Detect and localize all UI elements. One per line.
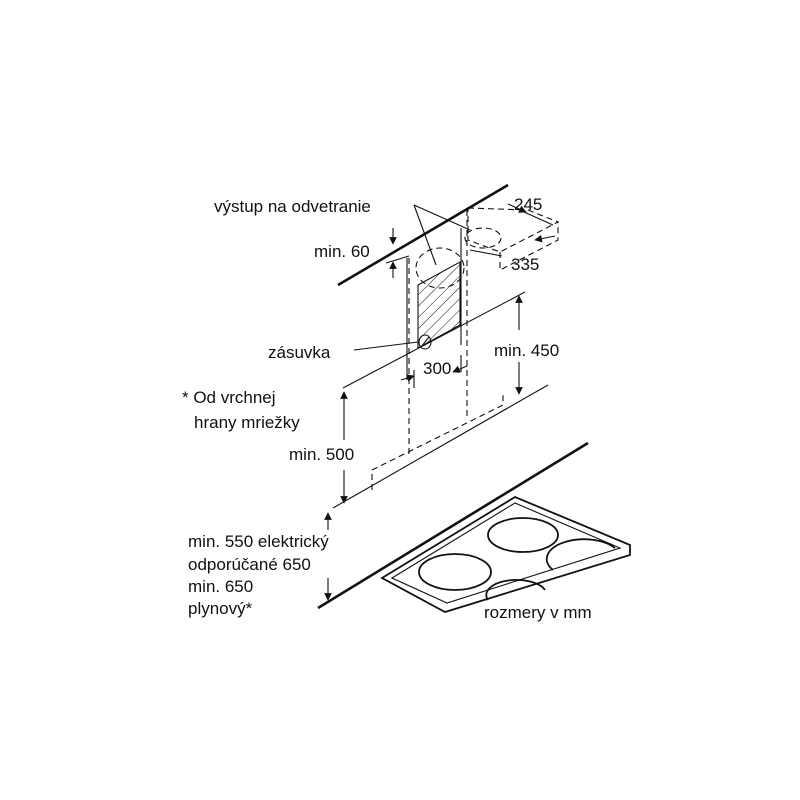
label-bottom-line3: min. 650 [188, 577, 253, 596]
ceiling-line [337, 183, 509, 287]
cooktop-burner-4 [485, 579, 546, 601]
vent-leader-1 [413, 204, 437, 266]
reference-line-450 [342, 291, 526, 389]
label-units: rozmery v mm [484, 603, 592, 622]
label-245: 245 [514, 195, 542, 214]
label-300: 300 [423, 359, 451, 378]
label-note-line2: hrany mriežky [194, 413, 300, 432]
label-min60: min. 60 [314, 242, 370, 261]
label-bottom-line2: odporúčané 650 [188, 555, 311, 574]
cooktop-line [317, 441, 589, 610]
vent-leader-2 [413, 204, 471, 231]
dim-300 [400, 355, 468, 388]
dim-min60 [385, 228, 410, 278]
cooktop [380, 495, 631, 613]
hood-upper-line [332, 384, 549, 509]
cooktop-burner-1 [418, 553, 492, 591]
label-vent-outlet: výstup na odvetranie [214, 197, 371, 216]
label-bottom-line4: plynový* [188, 599, 253, 618]
label-note-line1: * Od vrchnej [182, 388, 276, 407]
cooktop-burner-3 [545, 538, 616, 571]
label-335: 335 [511, 255, 539, 274]
vent-box [464, 207, 560, 271]
dim-335 [469, 234, 556, 257]
label-bottom-line1: min. 550 elektrický [188, 532, 329, 551]
label-min500: min. 500 [289, 445, 354, 464]
cooktop-burner-2 [487, 517, 559, 553]
chimney [406, 210, 468, 455]
hatched-zone [417, 261, 461, 349]
label-socket: zásuvka [268, 343, 331, 362]
label-min450: min. 450 [494, 341, 559, 360]
hood-dashed-body [371, 392, 504, 490]
socket-leader [353, 341, 419, 351]
dim-245 [507, 203, 554, 226]
